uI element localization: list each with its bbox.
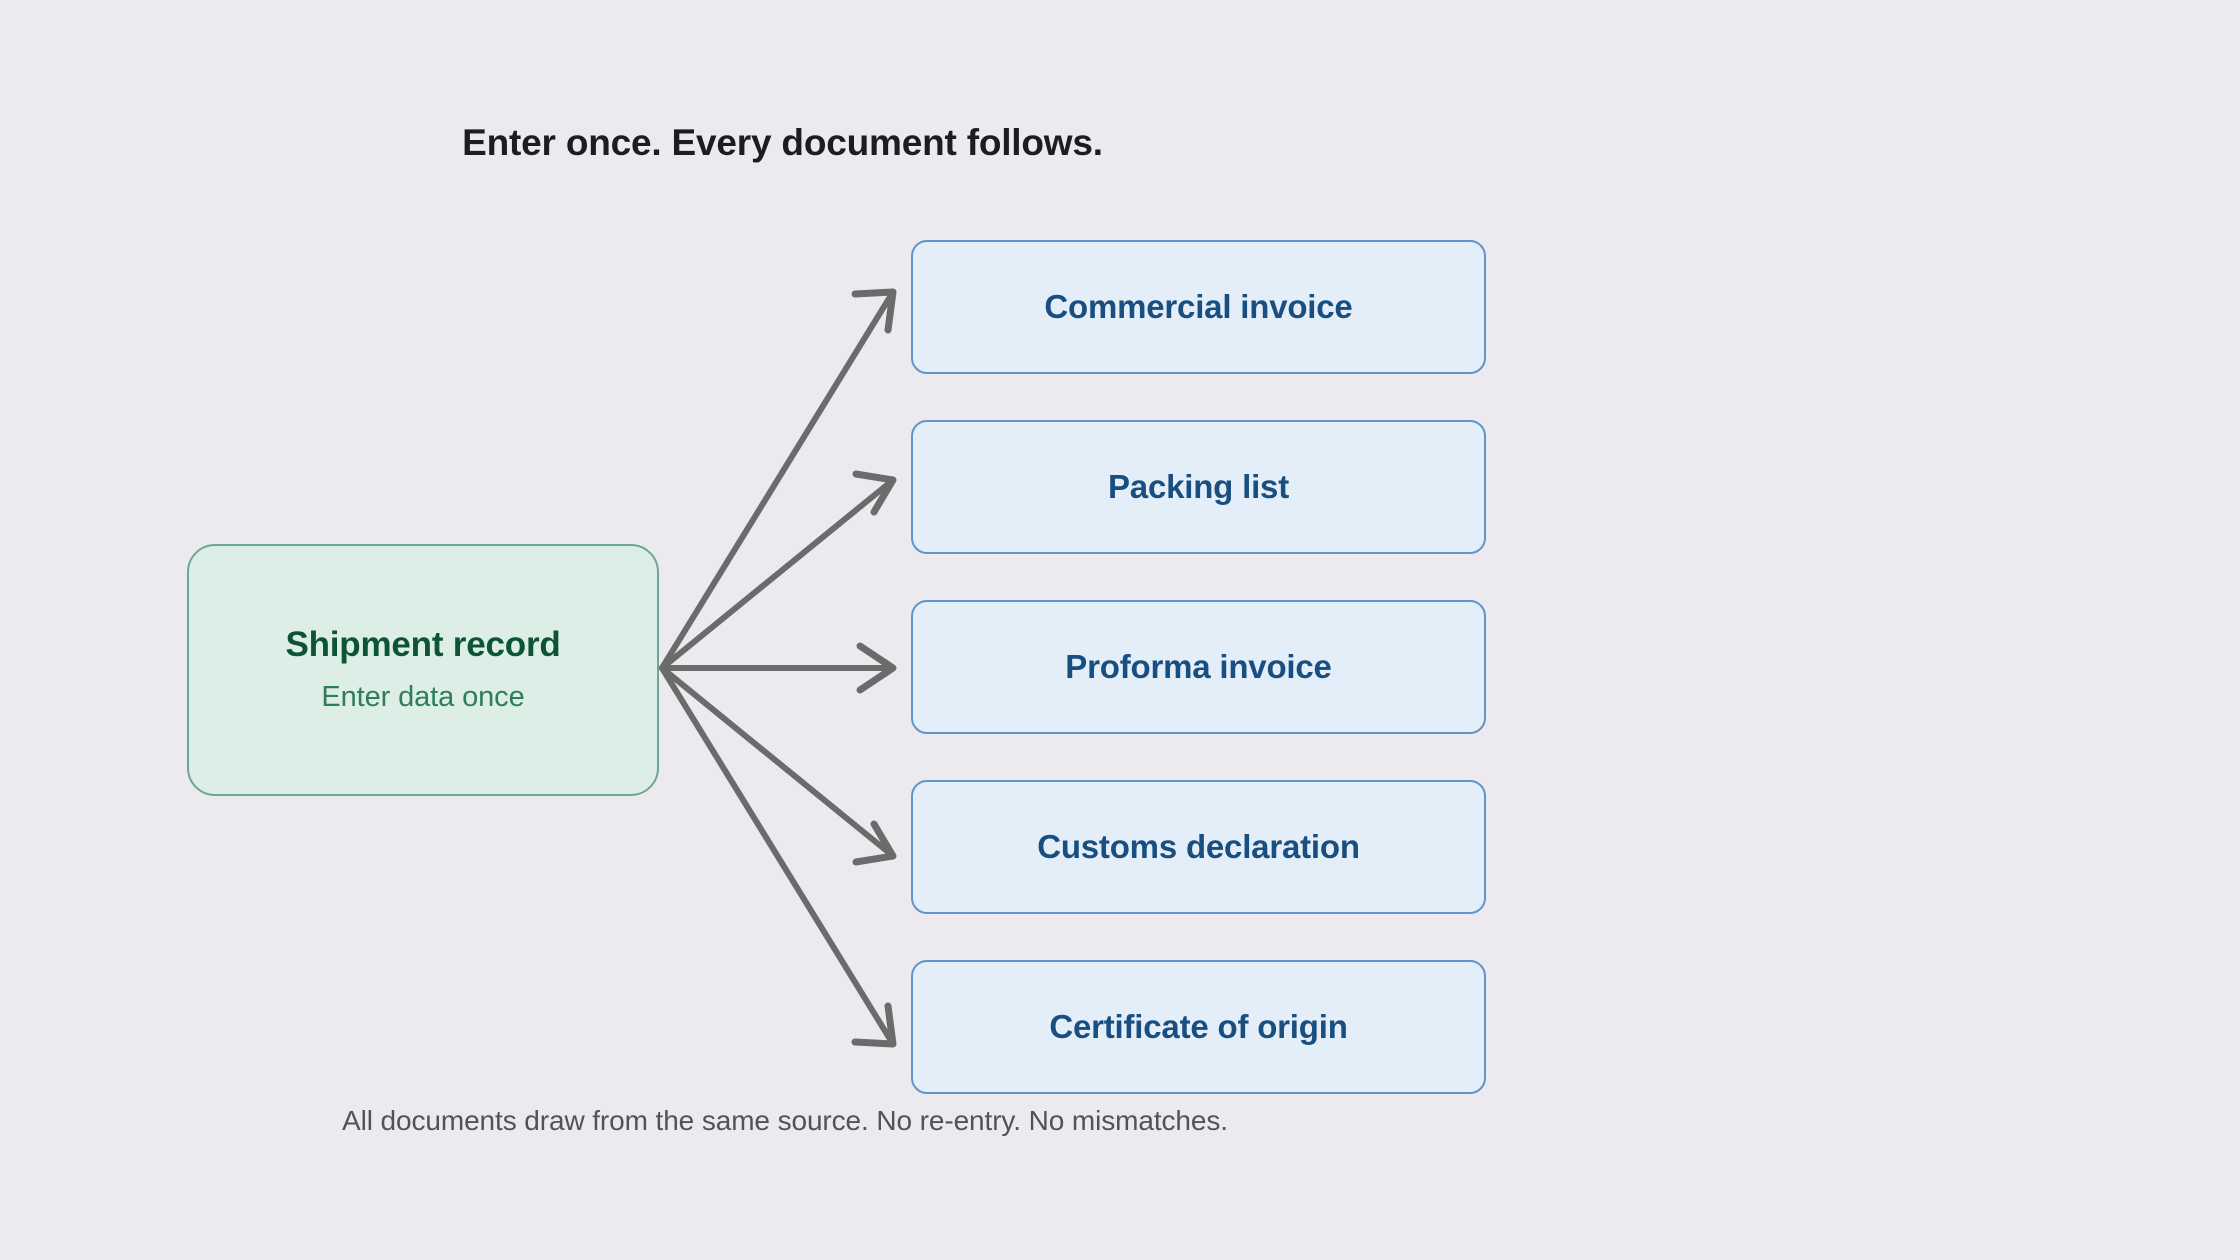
diagram-caption: All documents draw from the same source.… (342, 1105, 1228, 1136)
arrow-to-certificate-of-origin (659, 665, 897, 1048)
document-node-label: Commercial invoice (1044, 288, 1353, 325)
source-node-shipment-record[interactable]: Shipment record Enter data once (187, 544, 659, 796)
arrow-to-commercial-invoice (659, 288, 897, 671)
page-title: Enter once. Every document follows. (462, 122, 1103, 163)
document-node-proforma-invoice[interactable]: Proforma invoice (911, 600, 1486, 734)
document-node-packing-list[interactable]: Packing list (911, 420, 1486, 554)
arrow-to-customs-declaration (659, 665, 897, 866)
source-node-title: Shipment record (285, 625, 561, 665)
document-node-label: Packing list (1107, 468, 1289, 505)
document-node-label: Customs declaration (1037, 828, 1360, 865)
document-node-label: Certificate of origin (1049, 1008, 1348, 1045)
arrow-to-proforma-invoice (659, 642, 897, 694)
arrow-to-packing-list (659, 470, 897, 671)
document-node-label: Proforma invoice (1065, 648, 1332, 685)
document-node-commercial-invoice[interactable]: Commercial invoice (911, 240, 1486, 374)
document-node-certificate-of-origin[interactable]: Certificate of origin (911, 960, 1486, 1094)
document-node-customs-declaration[interactable]: Customs declaration (911, 780, 1486, 914)
source-node-subtitle: Enter data once (321, 680, 525, 713)
